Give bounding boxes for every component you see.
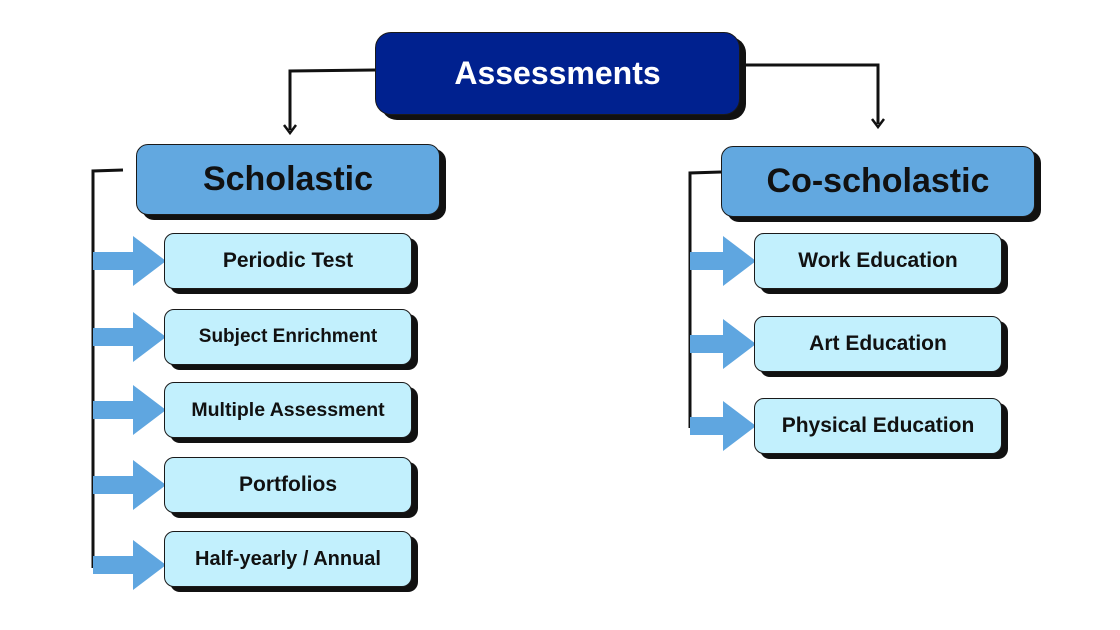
item-label: Portfolios: [239, 473, 337, 496]
arrow-right-icon: [93, 540, 166, 590]
coscholastic-item: Physical Education: [754, 398, 1002, 454]
scholastic-bracket: [91, 168, 124, 568]
arrow-right-icon: [93, 385, 166, 435]
item-label: Subject Enrichment: [198, 326, 378, 347]
coscholastic-item: Art Education: [754, 316, 1002, 372]
arrowhead-icon: [871, 118, 885, 130]
arrow-right-icon: [690, 236, 756, 286]
arrow-right-icon: [690, 319, 756, 369]
arrow-right-icon: [93, 460, 166, 510]
scholastic-item: Multiple Assessment: [164, 382, 412, 438]
scholastic-node: Scholastic: [136, 144, 440, 215]
item-label: Art Education: [809, 332, 947, 355]
connector-root-scholastic: [288, 68, 376, 130]
item-label: Multiple Assessment: [191, 398, 385, 421]
coscholastic-node: Co-scholastic: [721, 146, 1035, 217]
scholastic-label: Scholastic: [202, 160, 374, 198]
assessments-label: Assessments: [454, 55, 661, 91]
scholastic-item: Half-yearly / Annual: [164, 531, 412, 587]
item-label: Half-yearly / Annual: [195, 547, 381, 570]
item-label: Periodic Test: [222, 249, 354, 272]
arrow-right-icon: [93, 236, 166, 286]
coscholastic-bracket: [688, 170, 722, 428]
item-label: Work Education: [798, 249, 958, 272]
connector-root-coscholastic: [745, 63, 880, 124]
arrow-right-icon: [93, 312, 166, 362]
coscholastic-item: Work Education: [754, 233, 1002, 289]
arrowhead-icon: [283, 124, 297, 136]
scholastic-item: Periodic Test: [164, 233, 412, 289]
coscholastic-label: Co-scholastic: [766, 162, 990, 200]
item-label: Physical Education: [781, 414, 975, 437]
arrow-right-icon: [690, 401, 756, 451]
scholastic-item: Subject Enrichment: [164, 309, 412, 365]
assessments-node: Assessments: [375, 32, 740, 115]
scholastic-item: Portfolios: [164, 457, 412, 513]
